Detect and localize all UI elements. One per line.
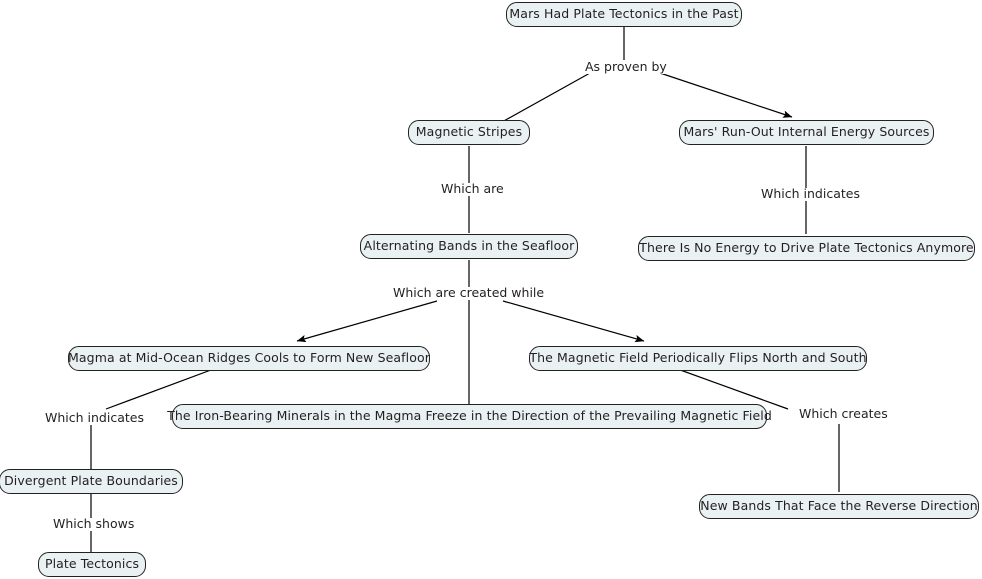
node-iron-bearing-minerals-freeze[interactable]: The Iron-Bearing Minerals in the Magma F… — [167, 404, 772, 429]
edge-as-proven-by-left — [501, 72, 591, 123]
edge-label-which-creates: Which creates — [797, 406, 890, 421]
node-magnetic-stripes[interactable]: Magnetic Stripes — [408, 120, 530, 145]
edge-which-indicates-left-diag — [105, 366, 220, 410]
node-mars-run-out-internal-energy-sources[interactable]: Mars' Run-Out Internal Energy Sources — [679, 120, 934, 145]
node-label: Magnetic Stripes — [415, 124, 523, 140]
node-label: Mars' Run-Out Internal Energy Sources — [683, 124, 930, 140]
edge-label-which-indicates-right: Which indicates — [759, 186, 862, 201]
edge-created-while-right — [502, 300, 645, 343]
edge-created-while-left — [296, 300, 438, 343]
node-alternating-bands-in-the-seafloor[interactable]: Alternating Bands in the Seafloor — [360, 234, 578, 259]
edge-label-which-shows: Which shows — [51, 516, 137, 531]
node-label: Plate Tectonics — [44, 556, 140, 572]
edge-label-which-indicates-left: Which indicates — [43, 410, 146, 425]
node-label: The Magnetic Field Periodically Flips No… — [529, 350, 867, 366]
node-mars-had-plate-tectonics[interactable]: Mars Had Plate Tectonics in the Past — [506, 2, 742, 27]
node-label: The Iron-Bearing Minerals in the Magma F… — [167, 408, 772, 424]
edge-as-proven-by-right — [659, 72, 793, 118]
node-no-energy-to-drive-plate-tectonics[interactable]: There Is No Energy to Drive Plate Tecton… — [638, 236, 975, 261]
edge-label-which-are: Which are — [439, 181, 506, 196]
node-new-bands-reverse-direction[interactable]: New Bands That Face the Reverse Directio… — [699, 494, 979, 519]
node-divergent-plate-boundaries[interactable]: Divergent Plate Boundaries — [0, 469, 183, 494]
node-label: New Bands That Face the Reverse Directio… — [700, 498, 978, 514]
node-label: Mars Had Plate Tectonics in the Past — [509, 6, 739, 22]
node-plate-tectonics[interactable]: Plate Tectonics — [38, 552, 146, 577]
node-magma-at-mid-ocean-ridges[interactable]: Magma at Mid-Ocean Ridges Cools to Form … — [68, 346, 430, 371]
edge-which-creates-diag — [671, 366, 789, 410]
edge-label-which-are-created-while: Which are created while — [391, 285, 547, 300]
node-label: There Is No Energy to Drive Plate Tecton… — [639, 240, 974, 256]
node-label: Alternating Bands in the Seafloor — [363, 238, 575, 254]
node-label: Magma at Mid-Ocean Ridges Cools to Form … — [68, 350, 430, 366]
node-magnetic-field-flips-north-south[interactable]: The Magnetic Field Periodically Flips No… — [529, 346, 867, 371]
edge-label-as-proven-by: As proven by — [583, 59, 669, 74]
node-label: Divergent Plate Boundaries — [4, 473, 178, 489]
